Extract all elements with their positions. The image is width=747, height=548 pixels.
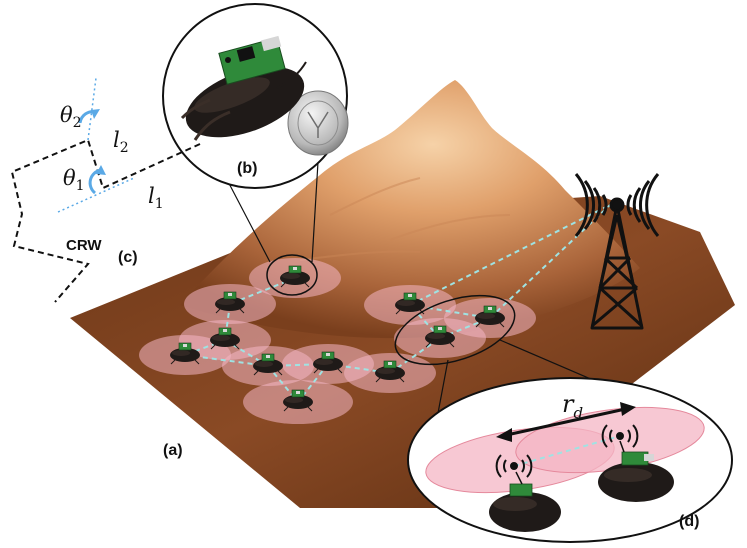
signal-icon	[495, 424, 639, 478]
crw-path	[10, 77, 201, 303]
highlight-agent-b	[266, 254, 318, 296]
panel-label-c: (c)	[118, 249, 138, 266]
cockroach-robot-icon	[489, 440, 674, 532]
highlight-pair-d	[394, 294, 516, 366]
range-arrow	[501, 406, 631, 438]
crw-label: CRW	[66, 237, 102, 254]
panel-label-a: (a)	[163, 442, 183, 459]
theta2-label: θ2	[60, 103, 82, 131]
coin-icon	[287, 90, 349, 156]
l2-label: l2	[113, 128, 129, 156]
radio-tower-icon	[574, 173, 660, 330]
inset-b	[162, 3, 349, 189]
l1-label: l1	[148, 184, 164, 212]
panel-label-b: (b)	[237, 160, 257, 177]
theta1-label: θ1	[63, 166, 85, 194]
rd-label: rd	[562, 390, 583, 422]
panel-label-d: (d)	[679, 513, 699, 530]
inset-d	[407, 377, 733, 543]
